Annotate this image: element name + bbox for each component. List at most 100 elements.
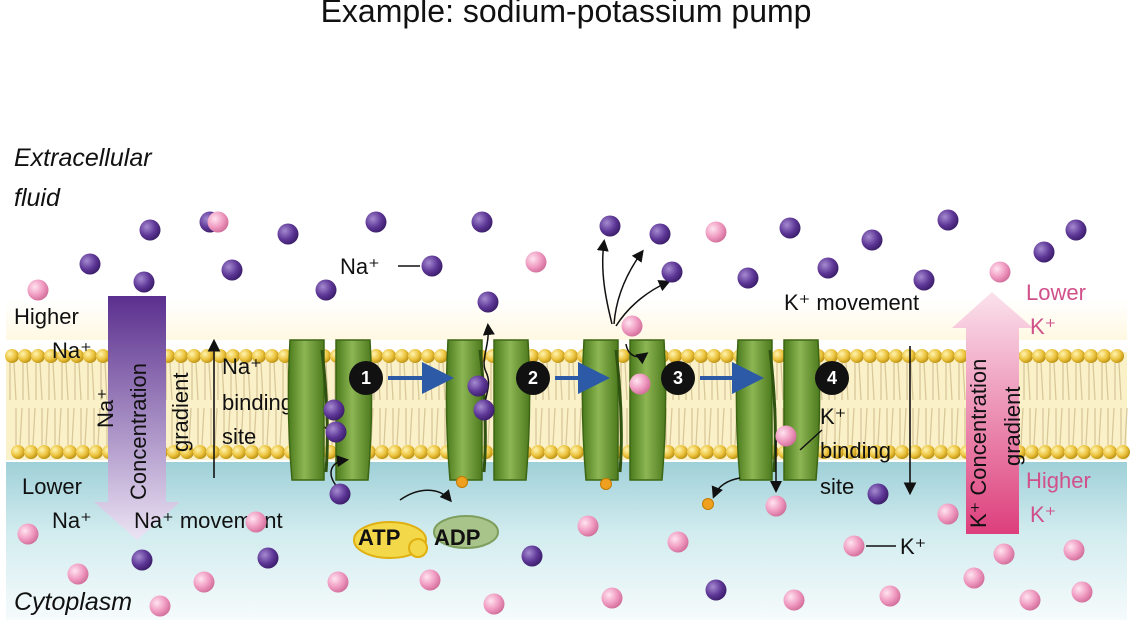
potassium-ion — [327, 571, 349, 593]
step-4-badge: 4 — [815, 361, 849, 395]
potassium-ion — [27, 279, 49, 301]
potassium-ion — [17, 523, 39, 545]
na-ion-label: Na⁺ — [340, 254, 380, 279]
step-3-badge: 3 — [661, 361, 695, 395]
potassium-ion — [775, 425, 797, 447]
page-title: Example: sodium-potassium pump — [321, 0, 812, 29]
sodium-ion — [467, 375, 489, 397]
na-gradient-label: gradient — [168, 372, 193, 452]
potassium-ion — [989, 261, 1011, 283]
sodium-ion — [329, 483, 351, 505]
higher-na-label: Higher — [14, 304, 79, 329]
cytoplasm-region — [6, 462, 1127, 620]
adp-label: ADP — [434, 525, 480, 550]
extracellular-region — [6, 300, 1127, 340]
potassium-ion — [1063, 539, 1085, 561]
lipid-bilayer — [5, 349, 1130, 460]
potassium-ion — [765, 495, 787, 517]
k-ion-label: K⁺ — [900, 534, 926, 559]
step-1-badge: 1 — [349, 361, 383, 395]
k-binding-site-label-2: binding — [820, 438, 891, 463]
potassium-ion — [525, 251, 547, 273]
sodium-ion — [861, 229, 883, 251]
potassium-ion — [879, 585, 901, 607]
potassium-ion — [629, 373, 651, 395]
potassium-ion — [843, 535, 865, 557]
potassium-ion — [245, 511, 267, 533]
k-gradient-arrow-label: K⁺ Concentration — [966, 359, 991, 528]
phosphate-group — [702, 498, 714, 510]
sodium-ion — [1033, 241, 1055, 263]
sodium-ion — [817, 257, 839, 279]
sodium-ion — [471, 211, 493, 233]
higher-k-label-ion: K⁺ — [1030, 502, 1056, 527]
sodium-ion — [937, 209, 959, 231]
sodium-ion — [323, 399, 345, 421]
potassium-ion — [419, 569, 441, 591]
potassium-ion — [667, 531, 689, 553]
sodium-ion — [421, 255, 443, 277]
sodium-ion — [277, 223, 299, 245]
higher-na-label-ion: Na⁺ — [52, 338, 92, 363]
potassium-ion — [993, 543, 1015, 565]
phosphate-group — [600, 478, 612, 490]
potassium-ion — [783, 589, 805, 611]
step-2-badge: 2 — [516, 361, 550, 395]
sodium-ion — [365, 211, 387, 233]
step-4-number: 4 — [827, 368, 837, 388]
lower-k-label: Lower — [1026, 280, 1086, 305]
na-gradient-side-label: Na⁺ — [93, 388, 118, 428]
lower-na-label-ion: Na⁺ — [52, 508, 92, 533]
sodium-ion — [521, 545, 543, 567]
na-gradient-arrow-label: Concentration — [126, 363, 151, 500]
potassium-ion — [207, 211, 229, 233]
adp-molecule: ADP — [433, 515, 499, 550]
potassium-ion — [601, 587, 623, 609]
lower-na-label: Lower — [22, 474, 82, 499]
k-binding-site-label-3: site — [820, 474, 854, 499]
sodium-ion — [315, 279, 337, 301]
sodium-ion — [649, 223, 671, 245]
potassium-ion — [67, 563, 89, 585]
sodium-ion — [221, 259, 243, 281]
lower-k-label-ion: K⁺ — [1030, 314, 1056, 339]
k-concentration-gradient-arrow: K⁺ Concentration gradient — [952, 292, 1033, 534]
potassium-ion — [621, 315, 643, 337]
potassium-ion — [483, 593, 505, 615]
potassium-ion — [937, 503, 959, 525]
na-binding-site-label-2: binding — [222, 390, 293, 415]
k-binding-site-pointer — [799, 429, 823, 451]
atp-label: ATP — [358, 525, 400, 550]
sodium-ion — [477, 291, 499, 313]
potassium-ion — [1019, 589, 1041, 611]
sodium-ion — [473, 399, 495, 421]
sodium-ion — [705, 579, 727, 601]
sodium-ion — [325, 421, 347, 443]
sodium-ion — [737, 267, 759, 289]
potassium-ion — [963, 567, 985, 589]
potassium-ion — [193, 571, 215, 593]
k-binding-site-label-1: K⁺ — [820, 404, 846, 429]
ions — [17, 209, 1093, 617]
sodium-ion — [599, 215, 621, 237]
potassium-ion — [1071, 581, 1093, 603]
potassium-ion — [149, 595, 171, 617]
k-gradient-label: gradient — [1000, 386, 1025, 466]
extracellular-label-line2: fluid — [14, 184, 61, 212]
atp-molecule: ATP — [353, 521, 428, 559]
higher-k-label: Higher — [1026, 468, 1091, 493]
na-binding-site-label-1: Na⁺ — [222, 354, 262, 379]
step-3-number: 3 — [673, 368, 683, 388]
step-2-number: 2 — [528, 368, 538, 388]
sodium-ion — [133, 271, 155, 293]
potassium-ion — [577, 515, 599, 537]
sodium-ion — [1065, 219, 1087, 241]
step-1-number: 1 — [361, 368, 371, 388]
sodium-ion — [139, 219, 161, 241]
potassium-ion — [705, 221, 727, 243]
sodium-ion — [257, 547, 279, 569]
sodium-ion — [913, 269, 935, 291]
sodium-ion — [79, 253, 101, 275]
phosphate-group — [456, 476, 468, 488]
